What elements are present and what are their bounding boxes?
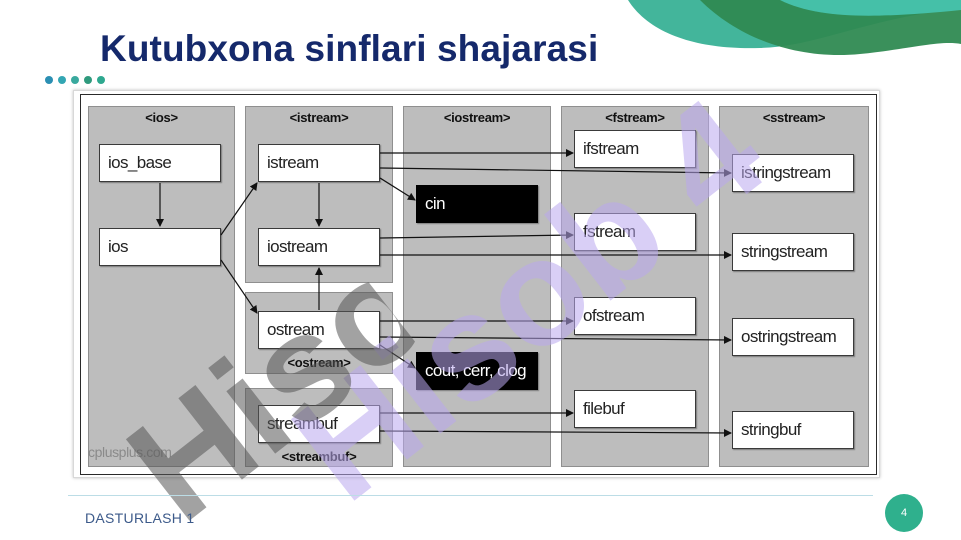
object-cin: cin xyxy=(416,185,538,223)
class-stringbuf: stringbuf xyxy=(732,411,854,449)
dot xyxy=(84,76,92,84)
arrow-ios-to-ostream xyxy=(220,259,258,314)
footer-course-name: DASTURLASH 1 xyxy=(85,510,195,526)
arrow-iostream-to-fstream xyxy=(379,231,574,240)
arrow-ostream-to-ostringstream xyxy=(379,335,732,344)
arrow-istream-to-cin xyxy=(379,177,416,201)
class-ios: ios xyxy=(99,228,221,266)
diagram-canvas: <ios> <istream> <ostream> <streambuf> <i… xyxy=(80,94,877,475)
class-ifstream: ifstream xyxy=(574,130,696,168)
column-label-istream: <istream> xyxy=(289,110,349,125)
column-iostream: <iostream> xyxy=(403,106,551,467)
green-wave xyxy=(700,0,961,56)
class-ofstream: ofstream xyxy=(574,297,696,335)
decorative-dots xyxy=(45,76,105,84)
class-ostream: ostream xyxy=(258,311,380,349)
source-watermark: cplusplus.com xyxy=(88,444,172,460)
arrow-ostream-to-cout xyxy=(379,344,416,369)
slide-title: Kutubxona sinflari shajarasi xyxy=(100,28,599,69)
column-label-ostream: <ostream> xyxy=(287,355,351,370)
column-label-sstream: <sstream> xyxy=(762,110,826,125)
class-ostringstream: ostringstream xyxy=(732,318,854,356)
column-label-fstream: <fstream> xyxy=(605,110,665,125)
class-istream: istream xyxy=(258,144,380,182)
arrow-istream-to-istringstream xyxy=(379,167,732,177)
class-iostream: iostream xyxy=(258,228,380,266)
column-label-iostream: <iostream> xyxy=(443,110,511,125)
dot xyxy=(97,76,105,84)
dot xyxy=(58,76,66,84)
class-filebuf: filebuf xyxy=(574,390,696,428)
class-streambuf: streambuf xyxy=(258,405,380,443)
dot xyxy=(71,76,79,84)
class-ios-base: ios_base xyxy=(99,144,221,182)
class-fstream: fstream xyxy=(574,213,696,251)
column-label-ios: <ios> xyxy=(145,110,178,125)
arrow-ios-to-istream xyxy=(220,182,258,236)
class-hierarchy-diagram: <ios> <istream> <ostream> <streambuf> <i… xyxy=(73,90,880,478)
teal-wave-highlight xyxy=(780,0,961,16)
inheritance-arrows xyxy=(156,149,732,437)
class-istringstream: istringstream xyxy=(732,154,854,192)
object-cout-cerr-clog: cout, cerr, clog xyxy=(416,352,538,390)
footer-divider xyxy=(68,495,873,496)
teal-wave xyxy=(628,0,961,49)
dot xyxy=(45,76,53,84)
column-label-streambuf: <streambuf> xyxy=(281,449,357,464)
page-number-badge: 4 xyxy=(885,494,923,532)
arrow-streambuf-to-stringbuf xyxy=(379,428,732,437)
class-stringstream: stringstream xyxy=(732,233,854,271)
